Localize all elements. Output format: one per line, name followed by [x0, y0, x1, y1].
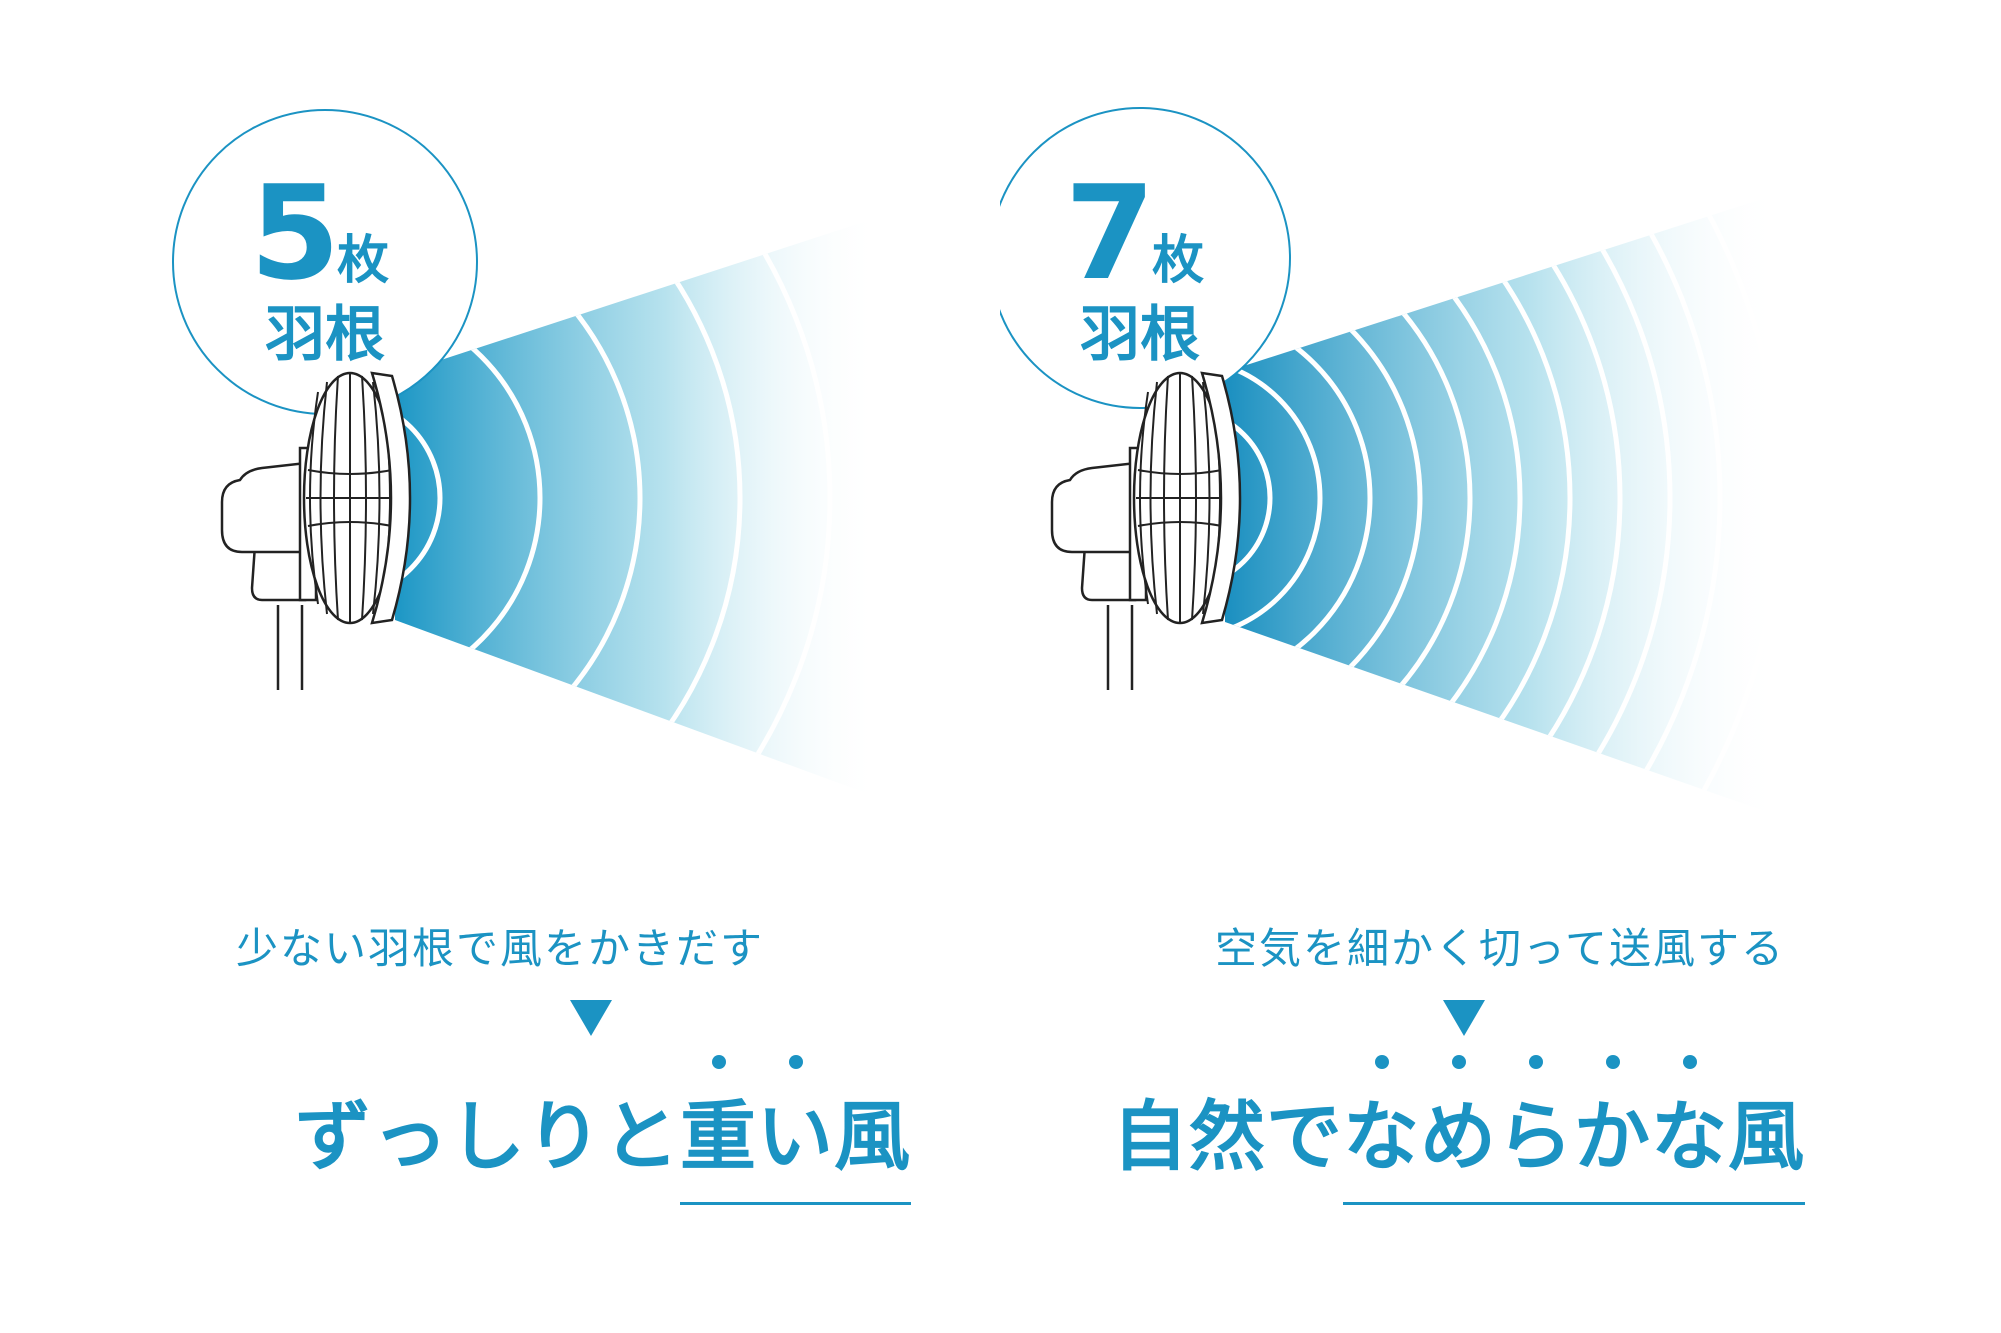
headline: 自然で なめらかな風	[1112, 1055, 1805, 1205]
badge-unit: 枚	[1152, 231, 1204, 291]
emphasis-char: ら	[1497, 1055, 1574, 1185]
fan-icon	[1050, 371, 1242, 690]
headline-plain: ずっしりと	[295, 1092, 680, 1181]
fan-icon	[220, 371, 412, 690]
emphasis-underline	[1343, 1202, 1805, 1205]
badge-label: 羽根	[265, 300, 385, 370]
badge-label: 羽根	[1080, 300, 1200, 370]
down-arrow-icon	[1443, 1000, 1485, 1036]
emphasis-char: 重	[680, 1055, 757, 1185]
emphasis-char: か	[1574, 1055, 1651, 1185]
badge-number: 5	[250, 157, 340, 309]
panel-5-blade: 5 枚 羽根 少ない羽根で風をかきだ	[0, 0, 1000, 1333]
badge-unit: 枚	[337, 231, 389, 291]
badge-circle	[1000, 107, 1291, 409]
emphasis-char: 風	[1728, 1092, 1805, 1181]
description-text: 少ない羽根で風をかきだす	[235, 924, 764, 973]
description-text: 空気を細かく切って送風する	[1215, 924, 1785, 973]
headline: ずっしりと 重い風	[295, 1055, 911, 1205]
emphasis-char: な	[1343, 1055, 1420, 1185]
badge-number: 7	[1065, 157, 1155, 309]
fan-illustration-7-blade: 7 枚 羽根	[1000, 107, 1790, 820]
down-arrow-icon	[570, 1000, 612, 1036]
headline-plain: 自然で	[1112, 1092, 1343, 1181]
emphasis-underline	[680, 1202, 911, 1205]
emphasis-char: め	[1420, 1055, 1497, 1185]
headline-emphasis: 重い風	[680, 1055, 911, 1205]
panel-7-blade: 7 枚 羽根 空気を細かく切って送風する	[1000, 0, 2000, 1333]
headline-emphasis: なめらかな風	[1343, 1055, 1805, 1205]
fan-illustration-5-blade: 5 枚 羽根	[172, 109, 885, 800]
airflow-arcs	[395, 215, 833, 800]
emphasis-char: 風	[834, 1092, 911, 1181]
emphasis-char: い	[757, 1055, 834, 1185]
airflow-arcs	[1225, 190, 1783, 820]
emphasis-char: な	[1651, 1055, 1728, 1185]
